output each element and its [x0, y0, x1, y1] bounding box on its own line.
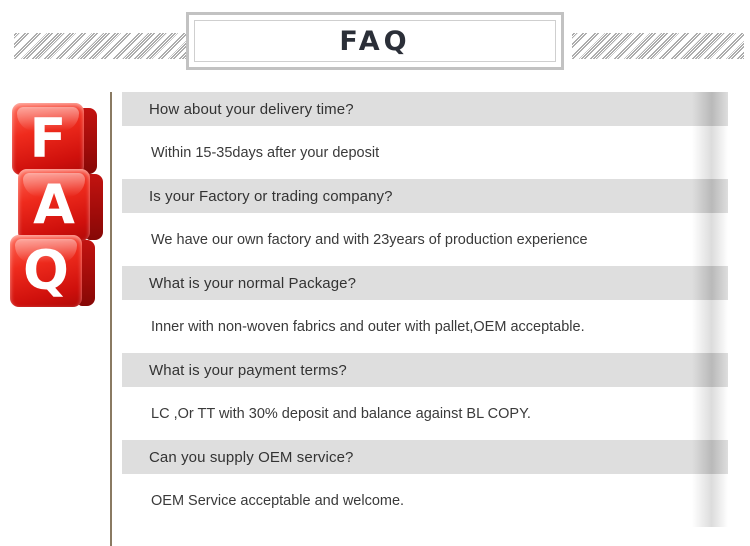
cube-letter-a: A	[18, 169, 90, 241]
faq-item: How about your delivery time? Within 15-…	[122, 92, 728, 179]
faq-cube-logo: F A Q	[10, 103, 106, 315]
vertical-divider	[110, 92, 112, 546]
decorative-hatch-left	[14, 33, 186, 59]
faq-item: What is your payment terms? LC ,Or TT wi…	[122, 353, 728, 440]
cube-letter-q: Q	[10, 235, 82, 307]
page-header: FAQ	[0, 0, 750, 92]
faq-question[interactable]: Can you supply OEM service?	[122, 440, 728, 474]
faq-question[interactable]: Is your Factory or trading company?	[122, 179, 728, 213]
faq-list: How about your delivery time? Within 15-…	[122, 92, 728, 546]
title-frame-inner: FAQ	[194, 20, 556, 62]
faq-answer: LC ,Or TT with 30% deposit and balance a…	[122, 387, 728, 440]
title-frame: FAQ	[186, 12, 564, 70]
cube-side-f	[80, 108, 97, 174]
faq-answer: Within 15-35days after your deposit	[122, 126, 728, 179]
faq-item: What is your normal Package? Inner with …	[122, 266, 728, 353]
branding-column: F A Q	[0, 92, 112, 546]
page-title: FAQ	[339, 25, 411, 57]
cube-side-q	[78, 240, 95, 306]
faq-question[interactable]: What is your normal Package?	[122, 266, 728, 300]
faq-answer: OEM Service acceptable and welcome.	[122, 474, 728, 527]
faq-question[interactable]: What is your payment terms?	[122, 353, 728, 387]
cube-side-a	[86, 174, 103, 240]
faq-answer: Inner with non-woven fabrics and outer w…	[122, 300, 728, 353]
faq-answer: We have our own factory and with 23years…	[122, 213, 728, 266]
faq-question[interactable]: How about your delivery time?	[122, 92, 728, 126]
faq-item: Is your Factory or trading company? We h…	[122, 179, 728, 266]
faq-item: Can you supply OEM service? OEM Service …	[122, 440, 728, 527]
cube-letter-f: F	[12, 103, 84, 175]
decorative-hatch-right	[572, 33, 744, 59]
